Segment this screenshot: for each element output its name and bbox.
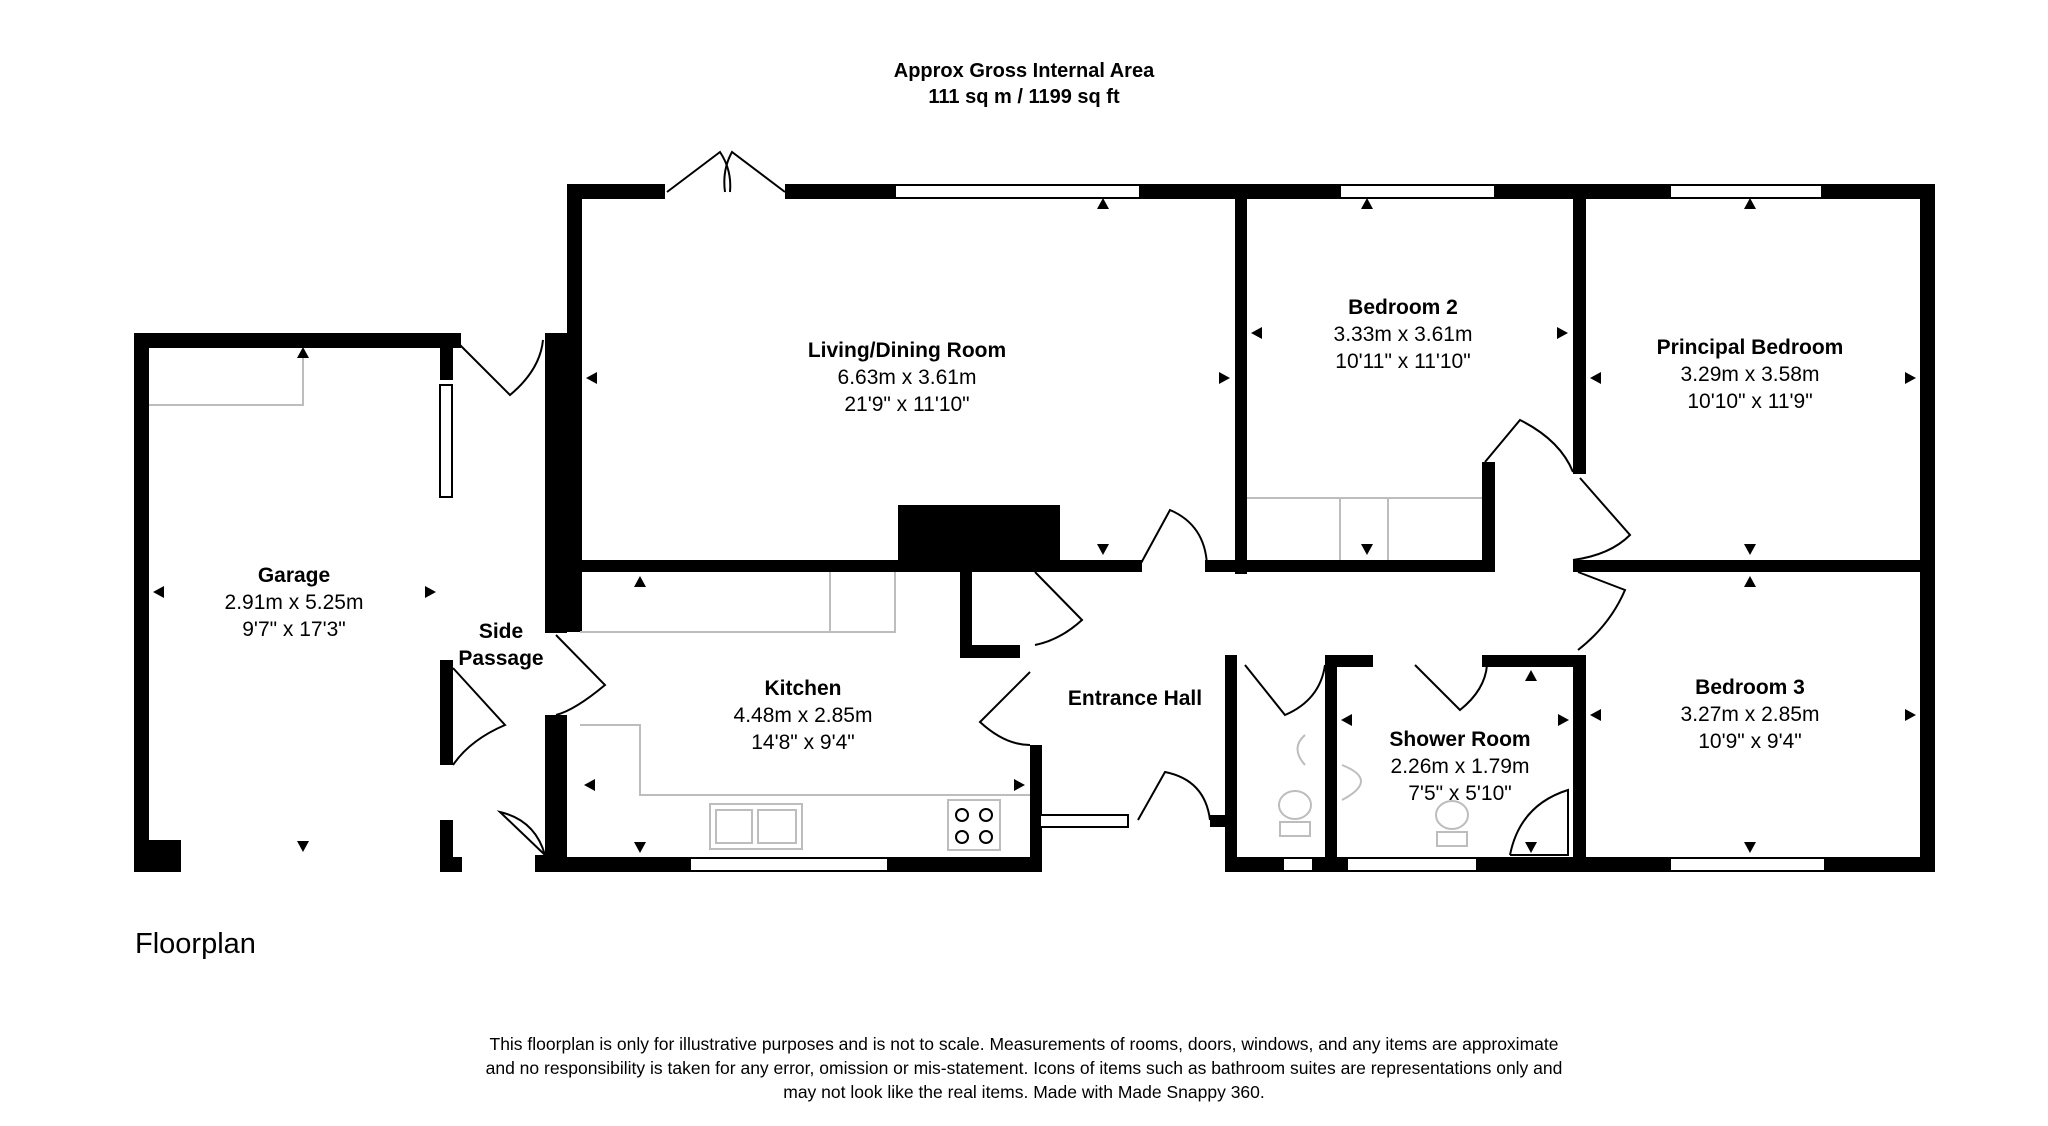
area-value: 111 sq m / 1199 sq ft [928,86,1120,108]
room-bedroom-2: Bedroom 2 3.33m x 3.61m 10'11" x 11'10" [1334,294,1473,375]
area-title: Approx Gross Internal Area [893,60,1155,82]
disclaimer-line-3: may not look like the real items. Made w… [783,1082,1265,1102]
room-metric: 3.29m x 3.58m [1680,363,1820,386]
room-imperial: 9'7" x 17'3" [242,618,346,641]
room-entrance-hall: Entrance Hall [1068,685,1202,712]
room-imperial: 10'9" x 9'4" [1698,730,1802,753]
room-name: Kitchen [764,677,842,700]
room-living-dining: Living/Dining Room 6.63m x 3.61m 21'9" x… [808,337,1006,418]
room-metric: 2.91m x 5.25m [224,591,364,614]
room-metric: 2.26m x 1.79m [1390,755,1530,778]
room-imperial: 14'8" x 9'4" [751,731,855,754]
floor-title: Floorplan [135,928,256,960]
windows [439,184,1826,872]
room-name: Shower Room [1389,728,1531,751]
disclaimer-line-2: and no responsibility is taken for any e… [485,1058,1563,1078]
room-principal-bedroom: Principal Bedroom 3.29m x 3.58m 10'10" x… [1657,334,1844,415]
room-metric: 3.27m x 2.85m [1680,703,1820,726]
measurement-arrows [153,198,1916,853]
room-name: Garage [257,564,331,587]
room-garage: Garage 2.91m x 5.25m 9'7" x 17'3" [225,562,364,643]
room-imperial: 7'5" x 5'10" [1408,782,1512,805]
room-name: Entrance Hall [1067,687,1203,710]
room-name: Bedroom 2 [1348,296,1458,319]
room-bedroom-3: Bedroom 3 3.27m x 2.85m 10'9" x 9'4" [1681,674,1820,755]
room-name-line2: Passage [458,647,544,670]
area-heading: Approx Gross Internal Area 111 sq m / 11… [0,58,2048,110]
fixtures [149,355,1569,856]
room-metric: 6.63m x 3.61m [837,366,977,389]
room-side-passage: Side Passage [458,618,543,672]
disclaimer: This floorplan is only for illustrative … [0,1032,2048,1104]
room-shower: Shower Room 2.26m x 1.79m 7'5" x 5'10" [1389,726,1530,807]
interior-walls [545,184,1935,872]
room-imperial: 10'10" x 11'9" [1687,390,1813,413]
room-name-line1: Side [478,620,524,643]
room-name: Bedroom 3 [1695,676,1805,699]
room-metric: 4.48m x 2.85m [733,704,873,727]
room-imperial: 10'11" x 11'10" [1335,350,1471,373]
room-name: Principal Bedroom [1656,336,1844,359]
doors [452,150,1632,856]
room-imperial: 21'9" x 11'10" [844,393,970,416]
room-kitchen: Kitchen 4.48m x 2.85m 14'8" x 9'4" [734,675,873,756]
room-name: Living/Dining Room [807,339,1007,362]
room-metric: 3.33m x 3.61m [1333,323,1473,346]
disclaimer-line-1: This floorplan is only for illustrative … [489,1034,1559,1054]
